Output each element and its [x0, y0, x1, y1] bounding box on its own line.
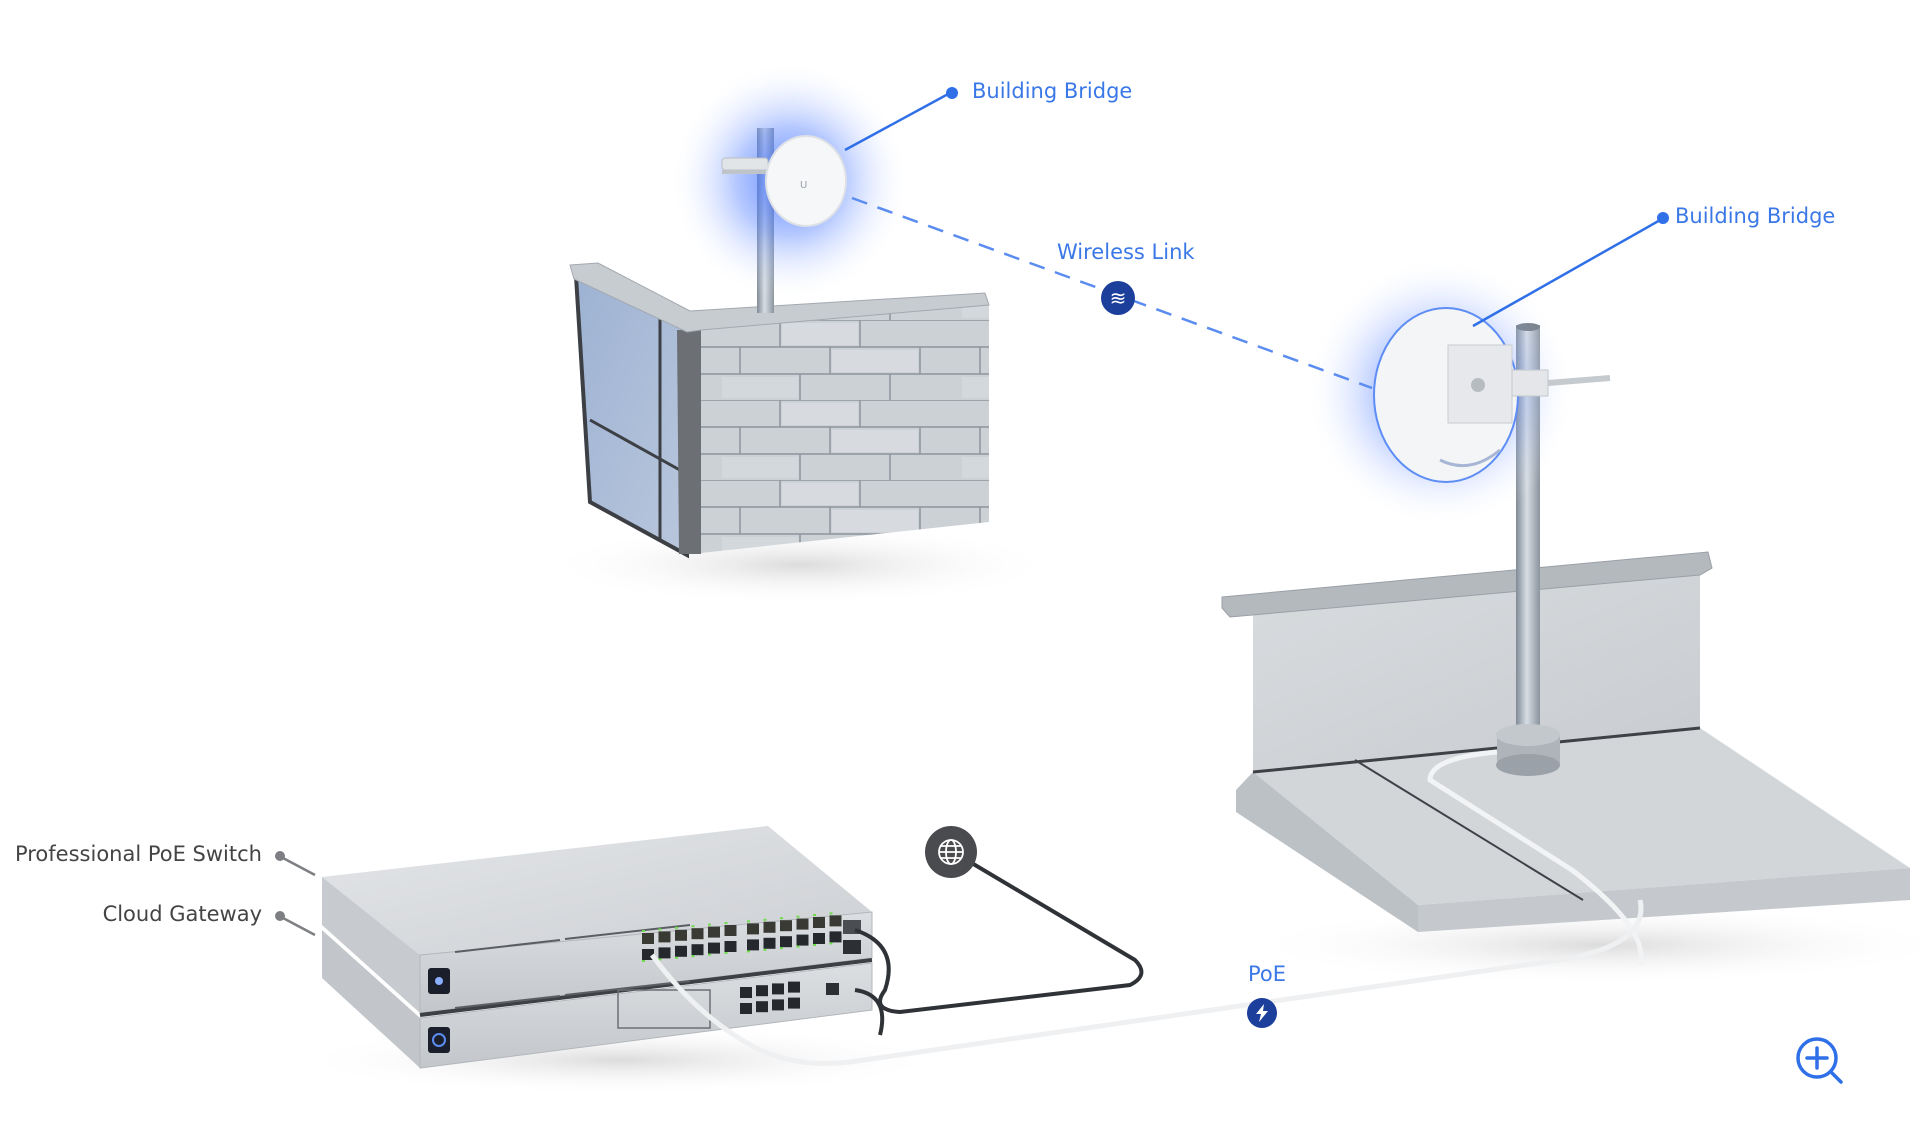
- switch-port: [642, 949, 654, 960]
- gateway-port: [756, 985, 768, 997]
- switch-port: [724, 941, 737, 952]
- switch-top: [322, 826, 872, 955]
- switch-port: [763, 921, 776, 933]
- gateway-port: [788, 997, 800, 1009]
- port-led: [829, 912, 833, 915]
- port-led: [675, 926, 678, 929]
- internet-cable: [854, 860, 1144, 1015]
- switch-port: [796, 918, 809, 930]
- switch-port: [796, 934, 809, 946]
- switch-port: [813, 933, 825, 944]
- switch-port: [708, 926, 720, 938]
- port-led: [691, 925, 695, 928]
- network-rack-stack: [290, 826, 950, 1095]
- gateway-port: [788, 981, 800, 993]
- port-led: [813, 914, 816, 916]
- gateway-port: [772, 983, 784, 995]
- switch-port: [675, 945, 687, 957]
- switch-port: [708, 942, 720, 954]
- switch-port: [780, 920, 792, 932]
- switch-port: [813, 917, 825, 928]
- gateway-port: [756, 1001, 768, 1013]
- callout-bridge-right: [1472, 212, 1669, 328]
- globe-icon: [938, 839, 964, 865]
- port-led: [675, 956, 678, 959]
- poe-badge[interactable]: [1247, 998, 1277, 1028]
- port-led: [747, 920, 750, 923]
- switch-port: [780, 936, 792, 948]
- switch-port: [691, 928, 704, 940]
- zoom-in-icon: [1796, 1037, 1843, 1084]
- port-led: [708, 953, 711, 956]
- gateway-port: [740, 1003, 752, 1014]
- callout-bridge-left: [844, 87, 958, 152]
- switch-port: [691, 944, 704, 956]
- port-led: [763, 948, 767, 951]
- poe-switch[interactable]: [419, 911, 873, 1014]
- port-led: [691, 955, 695, 958]
- label-poe[interactable]: PoE: [1248, 962, 1287, 986]
- port-led: [813, 944, 816, 946]
- port-led: [780, 947, 783, 950]
- switch-port: [642, 933, 654, 944]
- switch-port: [763, 937, 776, 949]
- switch-port: [747, 939, 759, 951]
- bridge-right-device[interactable]: [1305, 257, 1611, 527]
- label-bridge-right[interactable]: Building Bridge: [1675, 204, 1836, 228]
- label-bridge-left[interactable]: Building Bridge: [972, 79, 1133, 103]
- right-rooftop: [1221, 323, 1926, 985]
- wireless-link-badge[interactable]: ≋: [1101, 281, 1135, 315]
- gateway-port: [740, 987, 752, 998]
- port-led: [763, 918, 767, 921]
- svg-text:U: U: [800, 180, 807, 191]
- callout-gateway: [275, 911, 316, 937]
- port-led: [747, 950, 750, 953]
- switch-port: [658, 931, 671, 943]
- poe-cable: [649, 899, 1644, 1066]
- switch-port: [724, 925, 737, 936]
- port-led: [796, 945, 800, 948]
- internet-badge[interactable]: [925, 826, 977, 878]
- gateway-port: [772, 999, 784, 1011]
- port-led: [642, 960, 645, 962]
- wireless-waves-icon: ≋: [1109, 286, 1127, 310]
- zoom-in-button[interactable]: [1793, 1034, 1849, 1090]
- port-led: [724, 952, 728, 954]
- port-led: [708, 923, 711, 926]
- label-gateway[interactable]: Cloud Gateway: [102, 902, 262, 926]
- switch-port: [747, 923, 759, 935]
- bridge-left-device[interactable]: U: [670, 61, 910, 301]
- label-wireless-link[interactable]: Wireless Link: [1057, 240, 1195, 264]
- port-led: [658, 928, 662, 931]
- switch-port: [829, 915, 842, 927]
- port-led: [796, 915, 800, 918]
- gateway-display: [428, 1027, 450, 1053]
- switch-port: [675, 929, 687, 941]
- port-led: [829, 942, 833, 945]
- port-led: [780, 917, 783, 920]
- lightning-bolt-icon: [1256, 1004, 1268, 1022]
- callout-switch: [275, 851, 316, 877]
- port-led: [642, 930, 645, 932]
- label-switch[interactable]: Professional PoE Switch: [14, 842, 262, 866]
- port-led: [658, 958, 662, 961]
- port-led: [724, 922, 728, 924]
- switch-port: [658, 947, 671, 959]
- switch-port: [829, 931, 842, 943]
